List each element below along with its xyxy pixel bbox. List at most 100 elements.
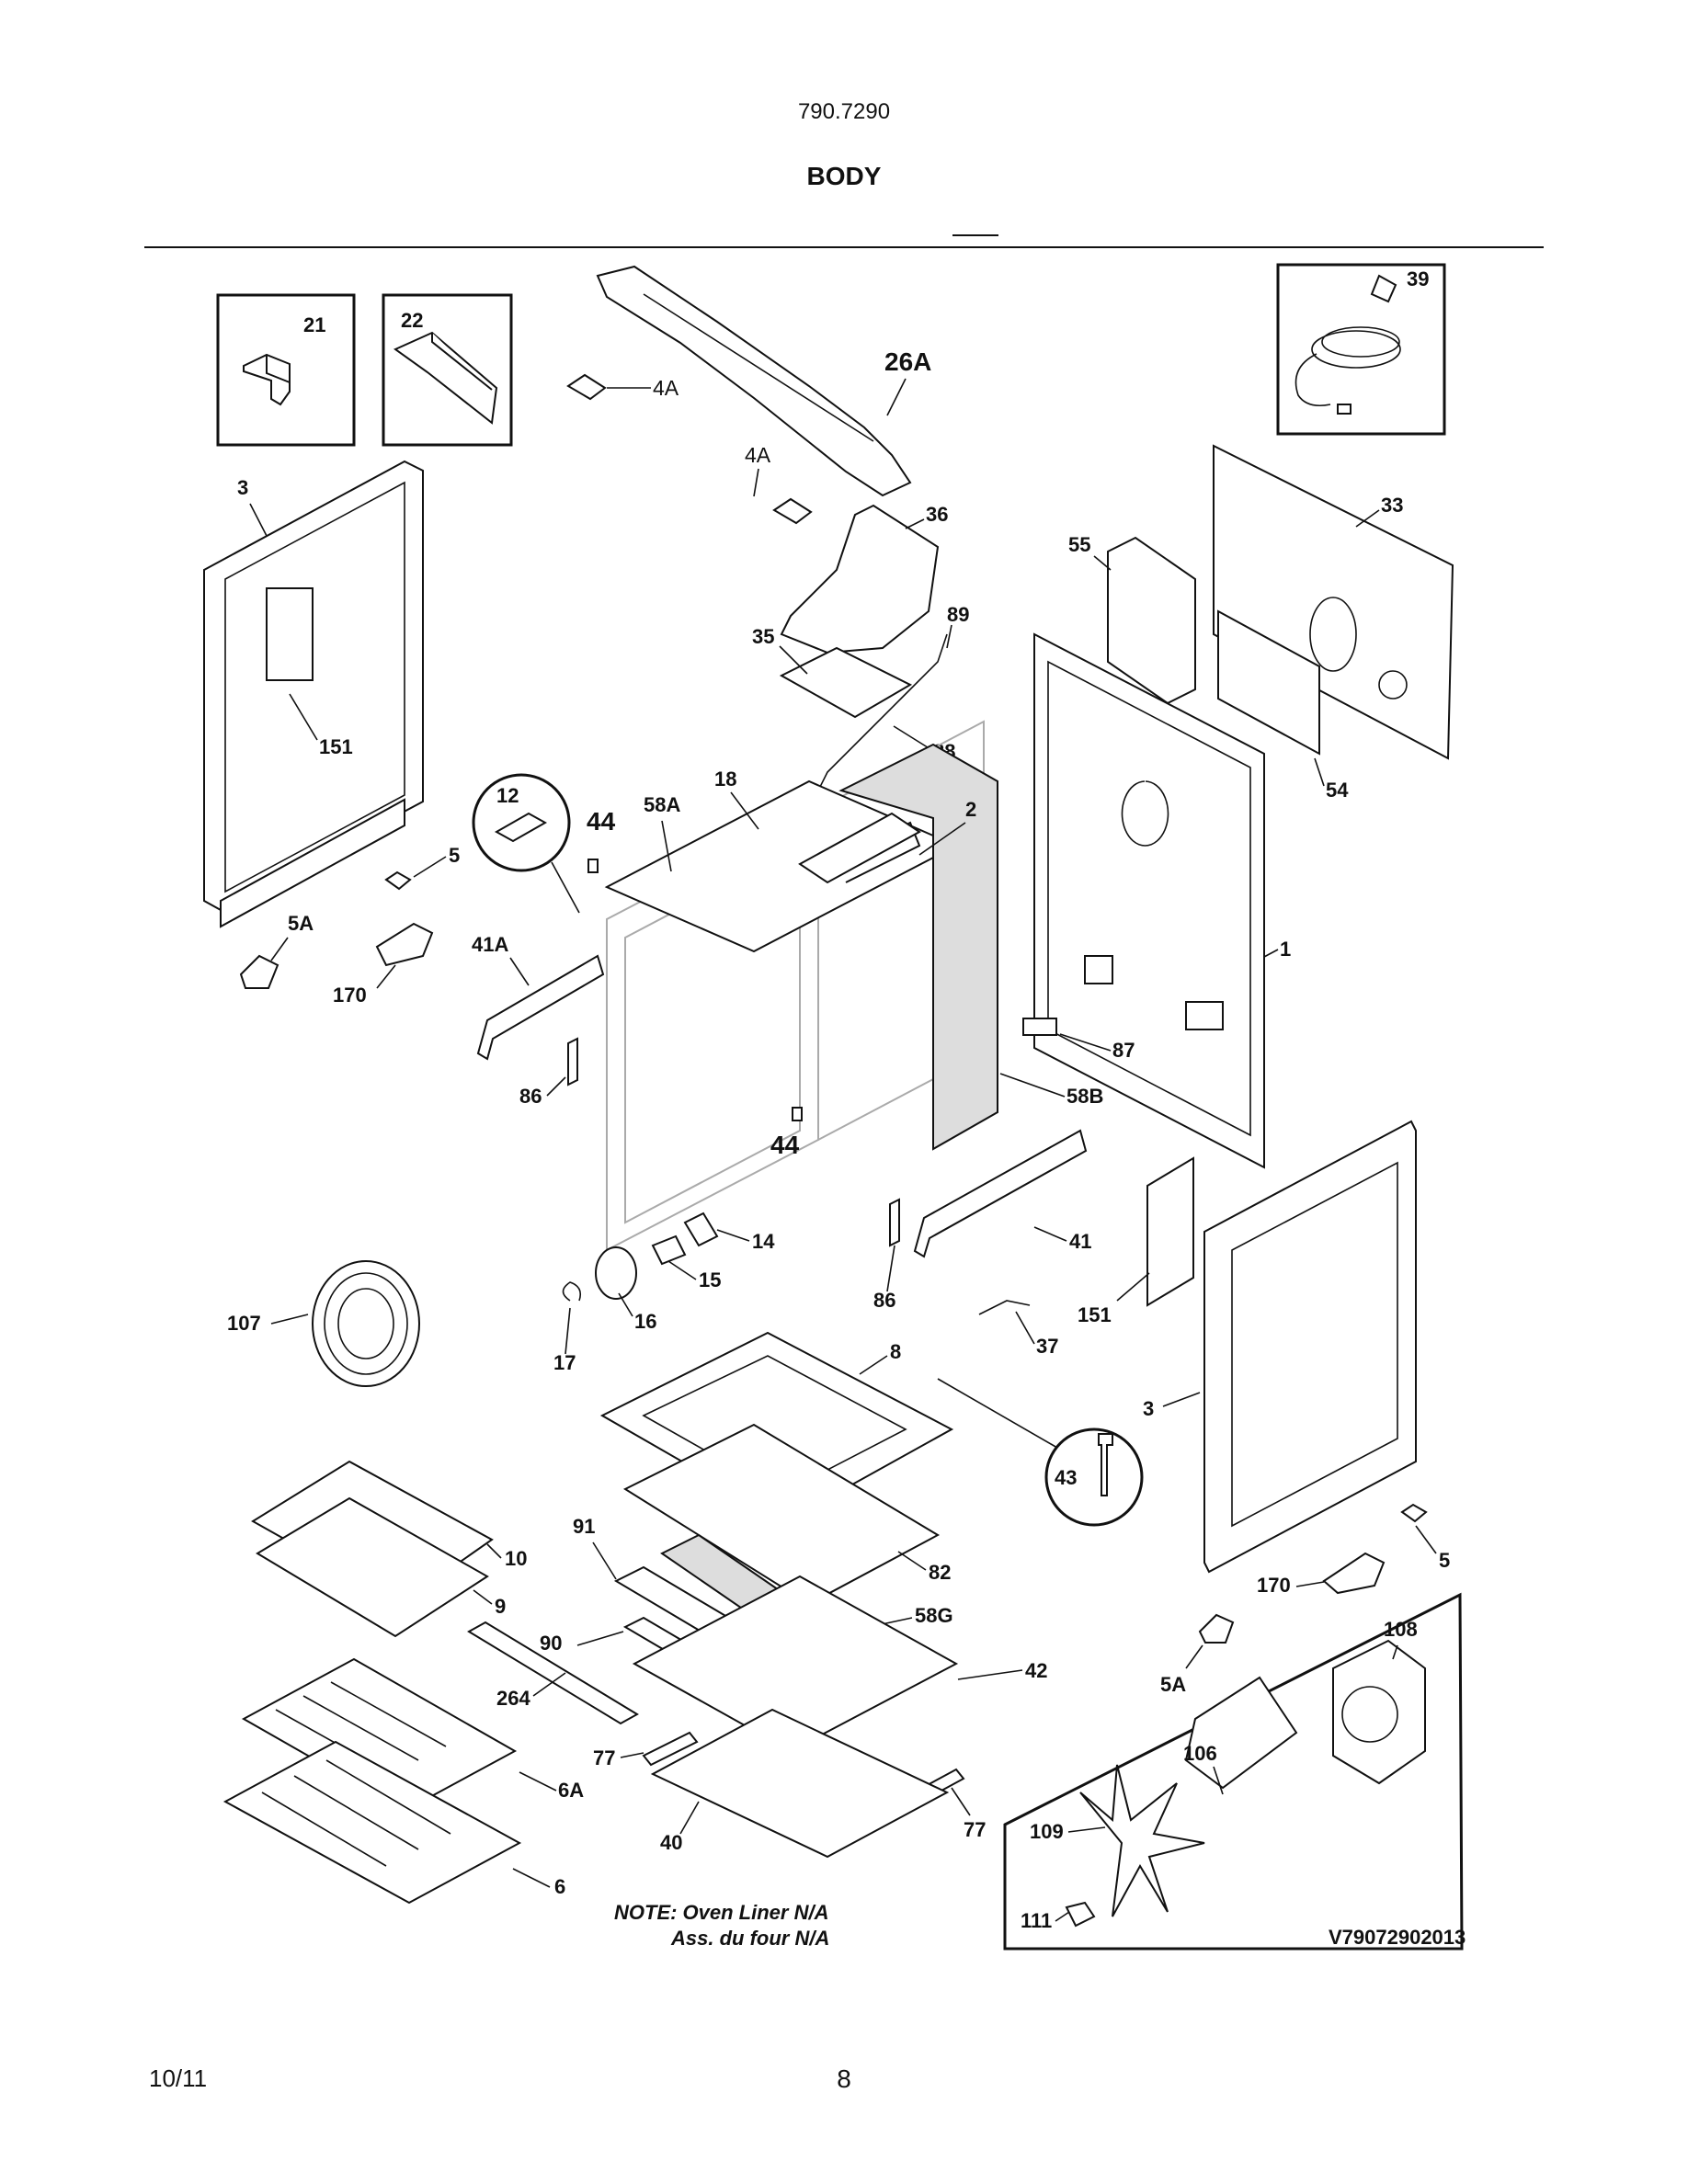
label-58b: 58B xyxy=(1066,1085,1103,1108)
baffle-82 xyxy=(622,1423,941,1606)
bracket-part-icon xyxy=(393,331,498,425)
label-58a: 58A xyxy=(644,793,680,816)
footer-date: 10/11 xyxy=(149,2065,208,2092)
rail-41a xyxy=(476,954,605,1061)
model-number: 790.7290 xyxy=(797,99,891,124)
label-44-top: 44 xyxy=(587,807,616,836)
label-26a: 26A xyxy=(884,347,931,376)
label-151-right: 151 xyxy=(1078,1303,1112,1326)
label-106: 106 xyxy=(1183,1742,1217,1765)
rail-41 xyxy=(913,1129,1088,1258)
label-12: 12 xyxy=(496,784,519,807)
label-41a: 41A xyxy=(472,933,508,956)
label-3-left: 3 xyxy=(237,476,248,499)
label-151-left: 151 xyxy=(319,735,353,758)
label-89: 89 xyxy=(947,603,969,626)
label-35: 35 xyxy=(752,625,774,648)
fan-inset-box xyxy=(1003,1592,1464,1951)
diagram-code: V79072902013 xyxy=(1329,1926,1466,1949)
vent-plate-35 xyxy=(779,646,913,719)
note-line-1: NOTE: Oven Liner N/A xyxy=(614,1901,828,1924)
lamp-socket-14 xyxy=(683,1211,719,1247)
label-107: 107 xyxy=(227,1312,261,1335)
fan-cover-107 xyxy=(312,1260,420,1387)
label-5a-left: 5A xyxy=(288,912,314,935)
screw-5-left xyxy=(384,870,412,891)
label-17: 17 xyxy=(553,1351,576,1374)
clip-4a-top xyxy=(566,373,607,401)
label-86-left: 86 xyxy=(519,1085,542,1108)
strip-264 xyxy=(467,1621,639,1725)
oven-body-icon xyxy=(604,720,998,1252)
clip-4a-mid xyxy=(772,497,813,525)
label-86-right: 86 xyxy=(873,1289,895,1312)
label-2: 2 xyxy=(965,798,976,821)
callout-circle-12 xyxy=(472,773,571,872)
label-15: 15 xyxy=(699,1268,721,1291)
clip-86-left xyxy=(567,1037,578,1086)
label-77-left: 77 xyxy=(593,1746,615,1769)
label-22: 22 xyxy=(401,309,423,332)
bracket-170-left xyxy=(375,922,434,967)
label-87: 87 xyxy=(1112,1039,1135,1062)
label-10: 10 xyxy=(505,1547,527,1570)
label-4a-1: 4A xyxy=(653,376,679,400)
label-40: 40 xyxy=(660,1831,682,1854)
clip-86-right xyxy=(889,1198,900,1247)
drawer-40 xyxy=(650,1708,950,1859)
label-42: 42 xyxy=(1025,1659,1047,1682)
label-4a-2: 4A xyxy=(745,443,771,467)
page-title: BODY xyxy=(806,162,882,190)
label-5-left: 5 xyxy=(449,844,460,867)
title-underline xyxy=(952,234,998,236)
wire-37 xyxy=(978,1300,1031,1315)
inset-box-21 xyxy=(216,293,356,447)
note-line-2: Ass. du four N/A xyxy=(670,1927,829,1950)
label-58g: 58G xyxy=(915,1604,953,1627)
label-8: 8 xyxy=(890,1340,901,1363)
label-41: 41 xyxy=(1069,1230,1091,1253)
frame-42 xyxy=(632,1575,959,1753)
label-44-mid: 44 xyxy=(770,1131,800,1159)
label-77-right: 77 xyxy=(964,1818,986,1841)
label-16: 16 xyxy=(634,1310,656,1333)
bracket-170-right xyxy=(1322,1552,1386,1595)
rear-panel-33 xyxy=(1213,444,1454,760)
label-5a-right: 5A xyxy=(1160,1673,1186,1696)
label-37: 37 xyxy=(1036,1335,1058,1358)
page-number: 8 xyxy=(837,2065,851,2093)
label-6a: 6A xyxy=(558,1779,584,1802)
bracket-151-right xyxy=(1146,1156,1194,1307)
inset-box-22 xyxy=(382,293,513,447)
label-111: 111 xyxy=(1021,1909,1052,1932)
label-91: 91 xyxy=(573,1515,595,1538)
label-82: 82 xyxy=(929,1561,951,1584)
broil-pan-icon xyxy=(251,1460,494,1638)
lamp-clip-17 xyxy=(562,1281,582,1302)
bracket-55 xyxy=(1107,536,1196,705)
header-divider xyxy=(144,246,1544,248)
label-264: 264 xyxy=(496,1687,530,1710)
label-5-right: 5 xyxy=(1439,1549,1450,1572)
label-9: 9 xyxy=(495,1595,506,1618)
lamp-cover-16 xyxy=(595,1246,637,1300)
label-108: 108 xyxy=(1384,1618,1418,1641)
label-6: 6 xyxy=(554,1875,565,1898)
power-cord-icon xyxy=(1295,274,1401,415)
label-plate-87 xyxy=(1022,1018,1057,1036)
label-18: 18 xyxy=(714,768,736,791)
leveler-5a-right xyxy=(1198,1613,1235,1644)
label-1: 1 xyxy=(1280,938,1291,961)
label-36: 36 xyxy=(926,503,948,526)
label-3-right: 3 xyxy=(1143,1397,1154,1420)
screw-5-right xyxy=(1400,1503,1428,1523)
label-170-right: 170 xyxy=(1257,1574,1291,1597)
label-33: 33 xyxy=(1381,494,1403,517)
top-bracket-26a xyxy=(596,265,912,497)
label-21: 21 xyxy=(303,313,325,336)
slide-77-left xyxy=(642,1731,699,1767)
vent-duct-36 xyxy=(780,504,940,654)
lamp-bulb-15 xyxy=(651,1234,687,1266)
callout-circle-43 xyxy=(1044,1428,1144,1527)
